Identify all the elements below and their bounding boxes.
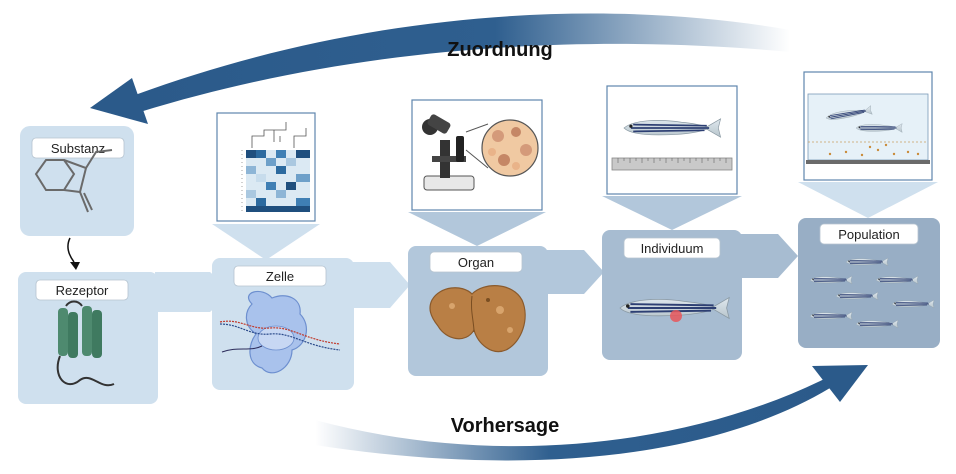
substanz-arrowhead [70, 262, 80, 270]
heatmap-icon [241, 122, 310, 212]
stage-substanz: Substanz [20, 126, 134, 236]
label-individuum: Individuum [641, 241, 704, 256]
zebrafish-icon [619, 296, 731, 322]
stage-population: Population [798, 71, 940, 348]
top-arrowhead [90, 78, 148, 124]
substanz-to-rezeptor-arrow [67, 237, 75, 263]
stage-organ: Organ [408, 99, 604, 376]
stage-zelle: Zelle [212, 112, 410, 390]
bottom-arrow-label: Vorhersage [451, 415, 560, 437]
bottom-arrow [315, 372, 838, 461]
label-zelle: Zelle [266, 269, 294, 284]
fish-ruler-icon [611, 117, 733, 171]
label-substanz: Substanz [51, 141, 105, 156]
top-arrow-label: Zuordnung [447, 39, 553, 61]
top-arrow [135, 13, 790, 113]
label-organ: Organ [458, 255, 494, 270]
microscope-icon [422, 114, 475, 191]
label-population: Population [838, 227, 899, 242]
tissue-magnifier-icon [465, 119, 539, 177]
stage-rezeptor: Rezeptor [18, 272, 232, 404]
molecule-icon [34, 149, 113, 213]
liver-icon [429, 285, 526, 353]
stage-individuum: Individuum [602, 85, 798, 360]
label-rezeptor: Rezeptor [56, 283, 109, 298]
aquarium-icon [806, 93, 930, 164]
cell-icon [219, 290, 341, 374]
receptor-icon [56, 300, 115, 387]
bottom-arrowhead [812, 365, 868, 402]
